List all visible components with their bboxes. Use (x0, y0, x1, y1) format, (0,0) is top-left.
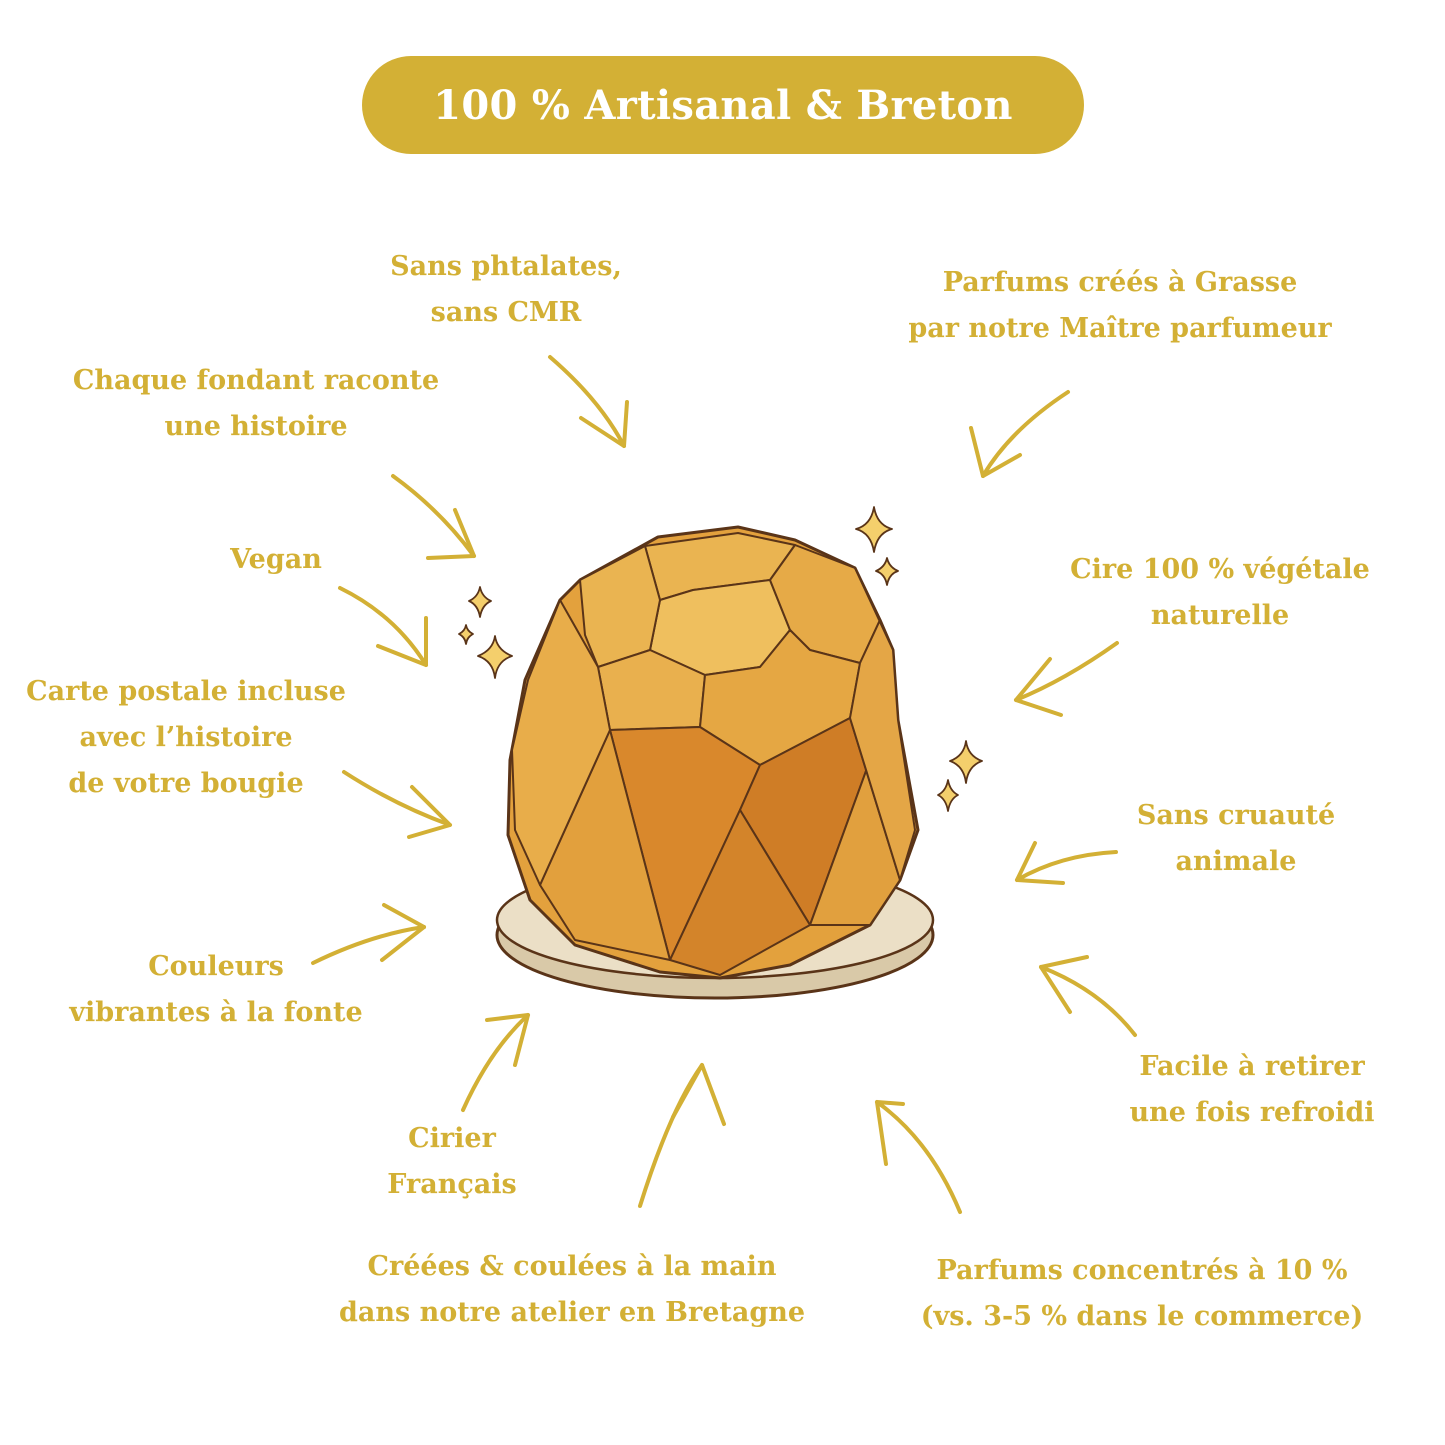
arrow-icon (391, 474, 476, 560)
feature-line: une histoire (164, 411, 348, 442)
sparkle-icon (855, 506, 893, 553)
feature-line: dans notre atelier en Bretagne (338, 1297, 806, 1328)
feature-line: par notre Maître parfumeur (908, 313, 1332, 344)
feature-line: Carte postale incluse (26, 676, 346, 707)
arrow-icon (1039, 955, 1137, 1037)
feature-histoire: Chaque fondant raconte une histoire (73, 358, 439, 450)
feature-vegan: Vegan (230, 537, 322, 583)
feature-parfums-grasse: Parfums créés à Grasse par notre Maître … (908, 260, 1331, 352)
feature-cire-vegetale: Cire 100 % végétale naturelle (1070, 547, 1370, 639)
sparkle-icon (458, 624, 474, 645)
arrow-icon (461, 1013, 530, 1112)
feature-line: de votre bougie (68, 768, 304, 799)
page-title: 100 % Artisanal & Breton (433, 81, 1013, 129)
feature-line: Chaque fondant raconte (72, 365, 440, 396)
feature-couleurs: Couleurs vibrantes à la fonte (69, 944, 362, 1036)
arrow-icon (1015, 841, 1118, 885)
feature-line: vibrantes à la fonte (69, 997, 363, 1028)
feature-line: Cirier (408, 1123, 496, 1154)
feature-line: une fois refroidi (1129, 1097, 1375, 1128)
feature-line: Créées & coulées à la main (367, 1251, 777, 1282)
arrow-icon (342, 770, 452, 839)
arrow-icon (1014, 641, 1119, 717)
feature-line: (vs. 3-5 % dans le commerce) (920, 1301, 1364, 1332)
feature-line: Sans phtalates, (390, 251, 622, 282)
feature-line: Français (387, 1169, 517, 1200)
sparkle-icon (937, 779, 959, 812)
sparkle-icon (875, 557, 899, 586)
sparkle-icon (949, 740, 983, 784)
feature-line: Cire 100 % végétale (1070, 554, 1370, 585)
sparkle-icon (468, 586, 492, 618)
feature-carte-postale: Carte postale incluse avec l’histoire de… (26, 669, 346, 807)
feature-sans-phtalates: Sans phtalates, sans CMR (390, 244, 622, 336)
feature-line: Couleurs (148, 951, 284, 982)
arrow-icon (969, 390, 1070, 478)
arrow-icon (548, 355, 629, 448)
arrow-icon (338, 586, 428, 667)
feature-line: animale (1175, 846, 1297, 877)
feature-line: Facile à retirer (1139, 1051, 1365, 1082)
title-banner: 100 % Artisanal & Breton (362, 56, 1084, 154)
arrow-icon (311, 903, 426, 965)
arrow-icon (638, 1063, 726, 1208)
feature-line: Vegan (230, 544, 322, 575)
feature-facile-retirer: Facile à retirer une fois refroidi (1130, 1044, 1375, 1136)
sparkle-icon (477, 635, 513, 679)
feature-line: naturelle (1150, 600, 1290, 631)
feature-line: sans CMR (430, 297, 582, 328)
feature-line: Sans cruauté (1136, 800, 1336, 831)
feature-cirier-francais: Cirier Français (387, 1116, 516, 1208)
feature-coulees-main: Créées & coulées à la main dans notre at… (339, 1244, 805, 1336)
feature-line: avec l’histoire (79, 722, 293, 753)
arrow-icon (875, 1100, 962, 1214)
feature-line: Parfums créés à Grasse (942, 267, 1298, 298)
feature-parfums-concentres: Parfums concentrés à 10 % (vs. 3-5 % dan… (921, 1248, 1364, 1340)
feature-line: Parfums concentrés à 10 % (936, 1255, 1348, 1286)
feature-sans-cruaute: Sans cruauté animale (1137, 793, 1335, 885)
wax-melt-candle (506, 525, 920, 980)
